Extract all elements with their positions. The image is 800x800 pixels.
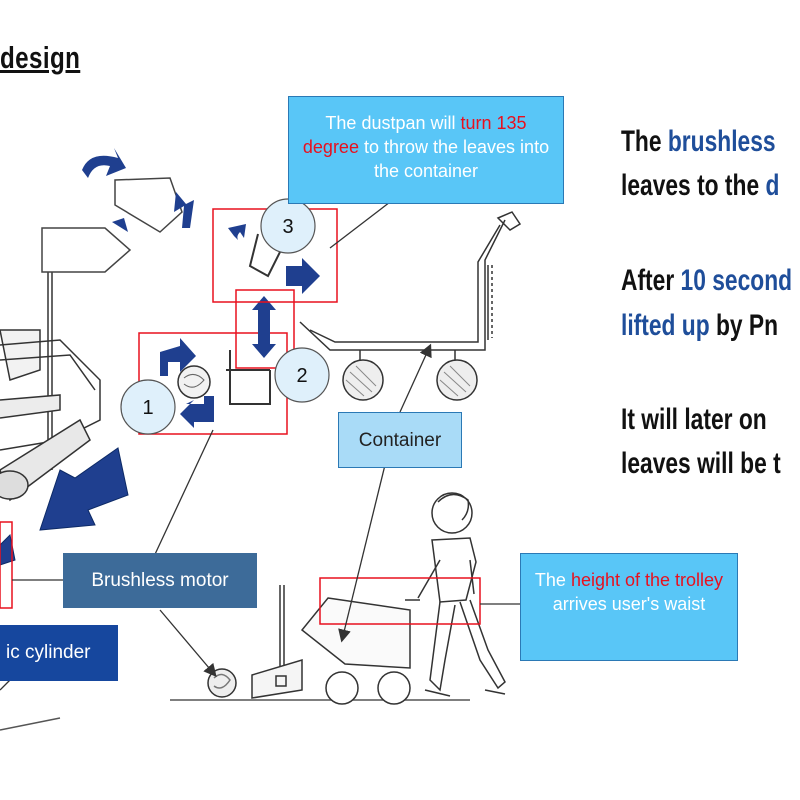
desc-4-highlight: lifted up — [621, 309, 710, 342]
dustpan-callout-text-pre: The dustpan will — [325, 113, 461, 133]
page-title: design — [0, 40, 81, 75]
desc-5-text: It will later on — [621, 403, 767, 436]
person-with-trolley — [300, 492, 506, 705]
description-line-1: The brushless — [621, 120, 776, 164]
trolley-callout-text-pre: The — [534, 570, 571, 590]
desc-2-highlight: d — [765, 169, 780, 202]
pneumatic-cylinder-callout: ic cylinder — [0, 625, 118, 681]
desc-1-highlight: brushless — [667, 125, 776, 158]
trolley-cart — [299, 211, 522, 401]
desc-2-text: leaves to the — [621, 169, 766, 202]
ground-lines — [0, 699, 470, 731]
description-line-4: lifted up by Pn — [621, 304, 778, 348]
dustpan-callout: The dustpan will turn 135 degree to thro… — [288, 96, 564, 204]
mechanism-step-2 — [226, 289, 295, 371]
description-line-2: leaves to the d — [621, 164, 779, 208]
machine-body — [0, 270, 101, 502]
step-2-label: 2 — [296, 365, 307, 387]
desc-3-text: After — [621, 264, 681, 297]
dustpan-callout-text-highlight: turn 135 degree — [302, 113, 527, 157]
brushless-motor-callout: Brushless motor — [63, 553, 257, 608]
desc-1-text: The — [621, 125, 668, 158]
step-3-label: 3 — [282, 216, 293, 238]
cylinder-highlight — [0, 521, 13, 609]
step-1-label: 1 — [142, 397, 153, 419]
trolley-callout: The height of the trolley arrives user's… — [520, 553, 738, 661]
trolley-callout-text-highlight: height of the trolley — [570, 570, 724, 590]
trolley-height-highlight — [319, 577, 481, 625]
description-line-3: After 10 second — [621, 259, 792, 303]
trolley-callout-text-post: arrives user's waist — [552, 594, 706, 614]
dustpan-rotation-sketch — [41, 148, 194, 273]
container-callout: Container — [338, 412, 462, 468]
step-circles: 1 2 3 — [120, 198, 330, 435]
desc-6-text: leaves will be t — [621, 447, 781, 480]
description-line-5: It will later on — [621, 398, 767, 442]
desc-3-highlight: 10 second — [680, 264, 793, 297]
desc-4-text: by Pn — [709, 309, 779, 342]
dustpan-callout-text-post: to throw the leaves into the container — [358, 137, 550, 181]
description-line-6: leaves will be t — [621, 442, 781, 486]
